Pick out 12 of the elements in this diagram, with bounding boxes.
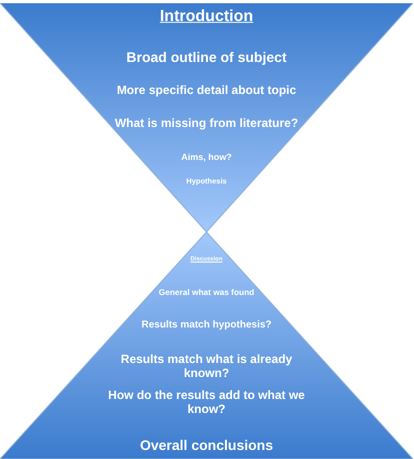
step-text: Aims, how? bbox=[181, 152, 232, 162]
step-text: Results match hypothesis? bbox=[141, 319, 272, 331]
step-text: Overall conclusions bbox=[140, 436, 274, 454]
step-text: More specific detail about topic bbox=[116, 84, 296, 98]
step-text: General what was found bbox=[158, 288, 254, 298]
step-text: What is missing from literature? bbox=[114, 117, 298, 131]
inverted-triangle bbox=[0, 3, 413, 232]
triangle bbox=[0, 232, 413, 459]
section-heading: Introduction bbox=[160, 8, 254, 26]
step-text: Broad outline of subject bbox=[126, 48, 287, 66]
step-text: Results match what is already known? bbox=[120, 353, 294, 381]
step-text: How do the results add to what we know? bbox=[107, 389, 306, 417]
